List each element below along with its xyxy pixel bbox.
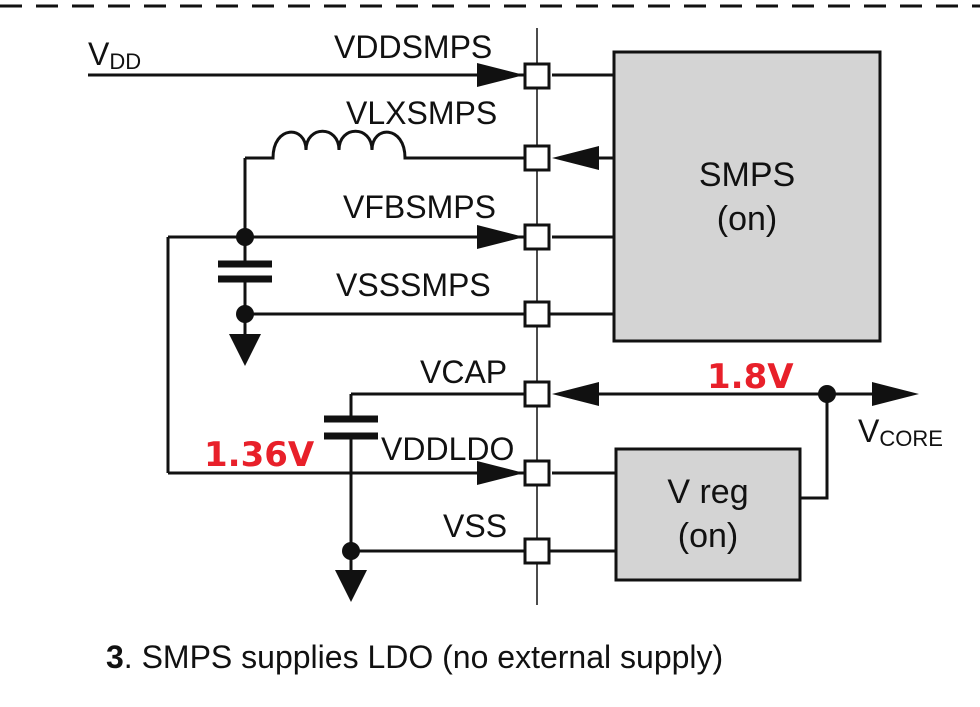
pin-vss: [523, 537, 551, 565]
smps-block-title: SMPS: [699, 156, 795, 194]
caption-number: 3: [106, 639, 124, 675]
caption-text: . SMPS supplies LDO (no external supply): [124, 639, 723, 675]
pin-label-vcap: VCAP: [420, 354, 507, 390]
vreg-output-wire: [800, 394, 829, 500]
vreg-block-state: (on): [678, 517, 738, 555]
figure-caption: 3. SMPS supplies LDO (no external supply…: [106, 639, 723, 675]
pin-vddldo: [523, 459, 551, 487]
pin-vfbsmps: [523, 223, 551, 251]
vcore-voltage-annotation: 1.8V: [707, 357, 794, 397]
vfb-arrow: [477, 225, 524, 249]
ldo-ground-symbol: [335, 570, 367, 602]
vcore-arrow: [872, 382, 919, 406]
inductor-symbol: [245, 129, 524, 160]
pin-label-vsssmps: VSSSMPS: [336, 267, 491, 303]
vsssmps-junction-dot: [236, 305, 254, 323]
vddldo-voltage-annotation: 1.36V: [204, 435, 315, 475]
vddldo-arrow: [477, 461, 524, 485]
pin-label-vddldo: VDDLDO: [381, 431, 514, 467]
vreg-block: [614, 447, 802, 582]
vss-junction-dot: [342, 542, 360, 560]
smps-block: [612, 50, 882, 343]
pin-label-vfbsmps: VFBSMPS: [343, 189, 496, 225]
smps-block-state: (on): [717, 200, 777, 238]
vlx-arrow: [552, 146, 599, 170]
vcore-label: VCORE: [858, 413, 943, 451]
pin-vcap: [523, 380, 551, 408]
pin-label-vlxsmps: VLXSMPS: [346, 95, 497, 131]
vdd-label: VDD: [88, 36, 141, 74]
pin-vlxsmps: [523, 144, 551, 172]
smps-ground-symbol: [229, 334, 261, 366]
vreg-block-title: V reg: [667, 473, 748, 511]
pin-vsssmps: [523, 300, 551, 328]
vcap-arrow: [552, 382, 599, 406]
pin-vddsmps: [523, 62, 551, 90]
pin-label-vddsmps: VDDSMPS: [334, 29, 492, 65]
pin-label-vss: VSS: [443, 508, 507, 544]
vdd-arrow: [477, 63, 524, 87]
